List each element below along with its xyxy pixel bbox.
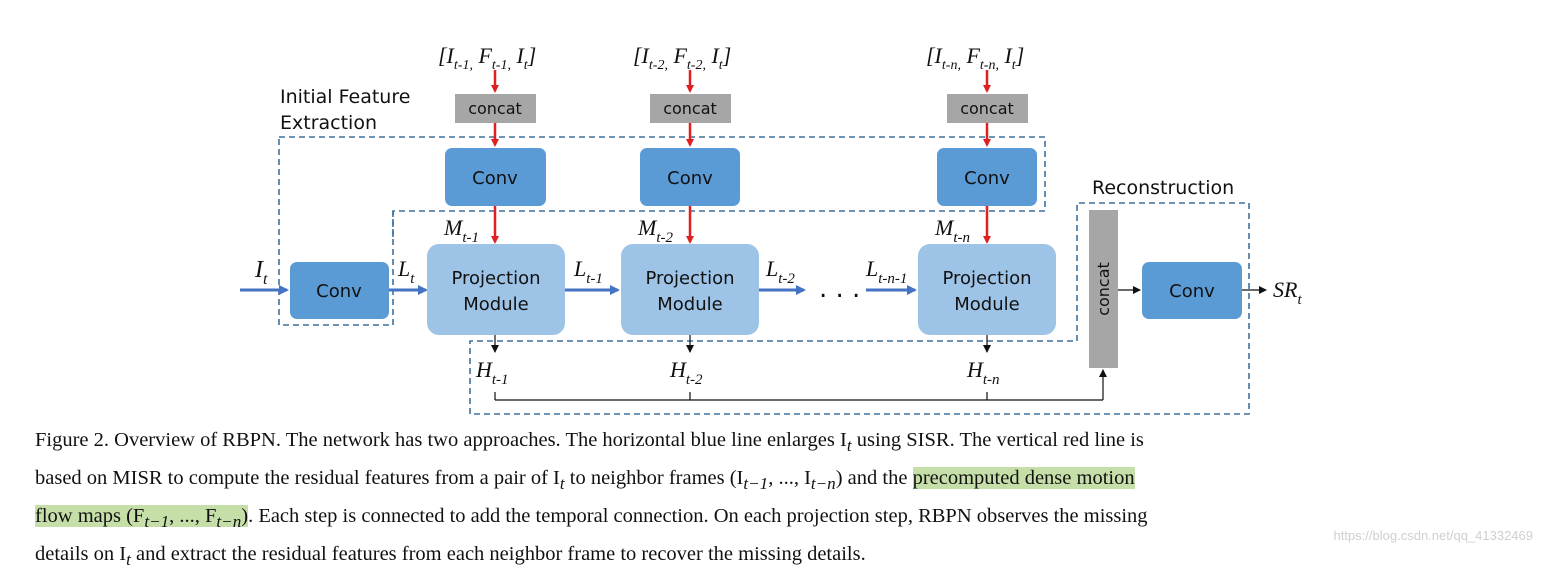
projection-label-2b: Module (657, 294, 722, 315)
projection-label-3a: Projection (942, 268, 1031, 289)
conv-label-top-1: Conv (472, 168, 518, 189)
initial-feature-label-1: Initial Feature (280, 86, 410, 108)
m-label-1: Mt-1 (443, 215, 479, 246)
input-it-label: It (254, 257, 268, 288)
projection-label-1a: Projection (451, 268, 540, 289)
concat-label-1: concat (468, 99, 522, 118)
concat-vertical-label: concat (1094, 262, 1113, 316)
ltn1-label: Lt-n-1 (865, 256, 907, 287)
h-label-2: Ht-2 (669, 357, 703, 388)
reconstruction-label: Reconstruction (1092, 177, 1234, 199)
projection-label-2a: Projection (645, 268, 734, 289)
reconstruction-region (469, 202, 1250, 415)
concat-vertical (1089, 210, 1118, 368)
initial-feature-label-2: Extraction (280, 112, 377, 134)
projection-label-1b: Module (463, 294, 528, 315)
caption-line-3: flow maps (Ft−1, ..., Ft−n). Each step i… (35, 505, 1148, 532)
conv-label-main: Conv (316, 281, 362, 302)
conv-box-recon (1142, 262, 1242, 319)
h-label-1: Ht-1 (475, 357, 509, 388)
caption-line-4: details on It and extract the residual f… (35, 543, 866, 570)
concat-boxes (455, 94, 1028, 123)
output-label: SRt (1273, 277, 1302, 308)
projection-boxes (427, 244, 1056, 335)
caption-highlight-2: flow maps (Ft−1, ..., Ft−n) (35, 505, 249, 532)
conv-label-recon: Conv (1169, 281, 1215, 302)
conv-label-top-2: Conv (667, 168, 713, 189)
h-label-3: Ht-n (966, 357, 1000, 388)
lt1-label: Lt-1 (573, 256, 603, 287)
input-top-3: [It-n, Ft-n, It] (926, 43, 1024, 73)
m-label-3: Mt-n (934, 215, 970, 246)
watermark: https://blog.csdn.net/qq_41332469 (1333, 528, 1534, 543)
m-label-2: Mt-2 (637, 215, 673, 246)
caption-line-1: Figure 2. Overview of RBPN. The network … (35, 429, 1144, 456)
projection-label-3b: Module (954, 294, 1019, 315)
caption-highlight-1: precomputed dense motion (912, 467, 1135, 490)
conv-box-main (290, 262, 389, 319)
input-top-1: [It-1, Ft-1, It] (438, 43, 536, 73)
concat-label-3: concat (960, 99, 1014, 118)
input-top-2: [It-2, Ft-2, It] (633, 43, 731, 73)
concat-label-2: concat (663, 99, 717, 118)
caption-line-2: based on MISR to compute the residual fe… (35, 467, 1135, 494)
rbpn-diagram: [It-1, Ft-1, It] [It-2, Ft-2, It] [It-n,… (240, 43, 1302, 415)
lt2-label: Lt-2 (765, 256, 795, 287)
lt-label: Lt (397, 256, 415, 287)
top-conv-boxes (445, 148, 1037, 206)
ellipsis: . . . (819, 274, 860, 304)
conv-label-top-3: Conv (964, 168, 1010, 189)
figure-caption: Figure 2. Overview of RBPN. The network … (35, 424, 1520, 576)
